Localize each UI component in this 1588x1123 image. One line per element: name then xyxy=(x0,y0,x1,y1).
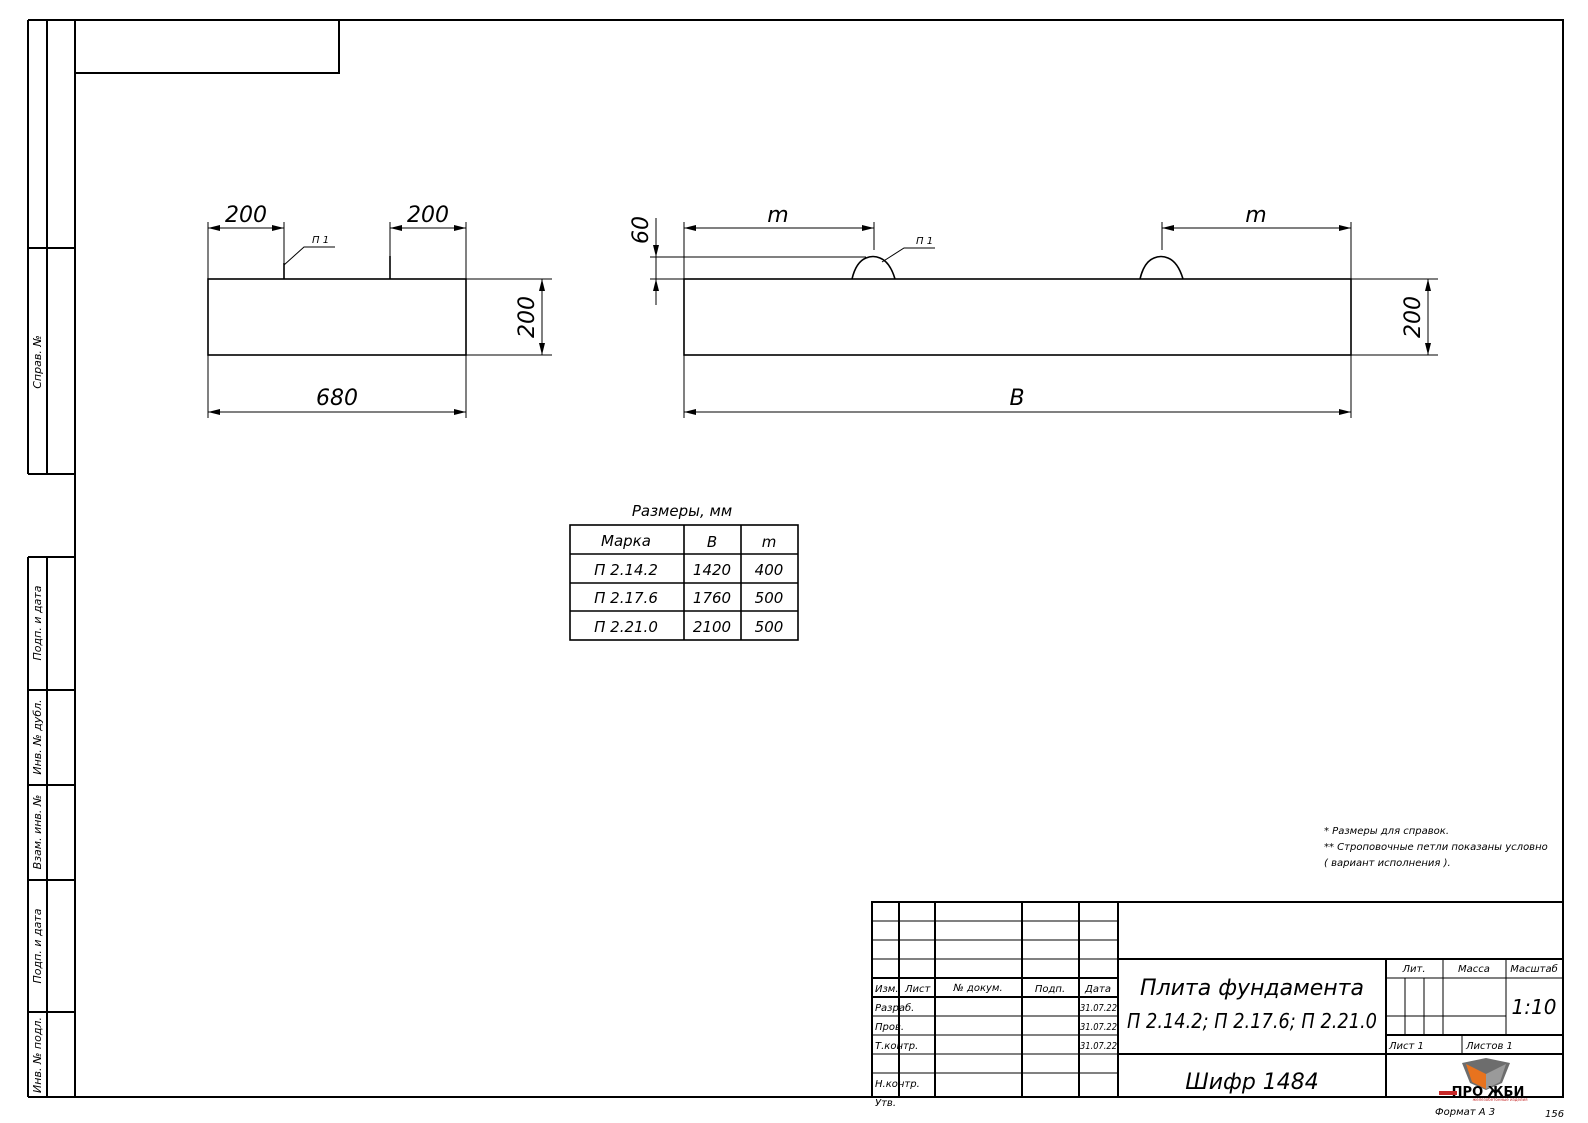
notes: * Размеры для справок. ** Строповочные п… xyxy=(1324,826,1548,869)
dim-m-left: m xyxy=(767,203,788,228)
lifting-loop-right xyxy=(1139,255,1184,280)
podp-data-label-2: Подп. и дата xyxy=(31,908,44,983)
size-table-cell: 400 xyxy=(755,561,784,579)
lifting-loop-left xyxy=(851,255,896,280)
vzam-inv-label: Взам. инв. № xyxy=(31,795,44,870)
size-table: Размеры, мм Марка B m П 2.14.2 1420 400 … xyxy=(569,502,799,641)
logo-text: ПРО ЖБИ xyxy=(1452,1085,1525,1100)
tb-col-doc: № докум. xyxy=(952,983,1002,994)
size-table-cell: 1420 xyxy=(693,561,731,579)
page-number: 156 xyxy=(1545,1109,1564,1120)
tb-scale-value: 1:10 xyxy=(1512,995,1557,1019)
tb-sheets-label: Листов 1 xyxy=(1465,1041,1513,1052)
tb-title-line2: П 2.14.2; П 2.17.6; П 2.21.0 xyxy=(1127,1009,1377,1033)
title-block: Изм. Лист № докум. Подп. Дата Разраб. 31… xyxy=(871,901,1564,1109)
size-table-cell: П 2.14.2 xyxy=(594,561,658,579)
end-view-dim-height: 200 xyxy=(515,296,540,338)
side-view-dim-length: B xyxy=(1009,386,1024,411)
drawing-frame xyxy=(27,19,1564,1098)
tb-role: Разраб. xyxy=(875,1002,914,1014)
size-table-cell: 1760 xyxy=(693,589,731,607)
size-table-cell: П 2.17.6 xyxy=(594,589,658,607)
side-view-dim-height: 200 xyxy=(1401,296,1426,338)
size-table-cell: 500 xyxy=(755,589,784,607)
tb-sheet-label: Лист 1 xyxy=(1388,1041,1424,1052)
format-label: Формат А 3 xyxy=(1435,1107,1495,1118)
inv-dubl-label: Инв. № дубл. xyxy=(31,699,44,774)
tb-role: Н.контр. xyxy=(875,1079,920,1090)
tb-role: Утв. xyxy=(875,1098,896,1109)
sprav-label: Справ. № xyxy=(31,335,44,389)
slab-end-outline xyxy=(207,278,467,356)
tb-col-podp: Подп. xyxy=(1035,984,1065,995)
side-view-leader-label: П 1 xyxy=(916,236,933,247)
end-view: П 1 200 200 200 680 xyxy=(207,203,552,418)
size-table-caption: Размеры, мм xyxy=(632,502,732,520)
size-table-header-b: B xyxy=(707,533,717,551)
inv-podl-label: Инв. № подл. xyxy=(31,1017,44,1093)
end-view-leader-label: П 1 xyxy=(312,235,329,246)
tb-col-list: Лист xyxy=(904,984,932,995)
tb-date: 31.07.22 xyxy=(1080,1003,1117,1014)
tb-scale-label: Масштаб xyxy=(1510,963,1558,975)
tb-date: 31.07.22 xyxy=(1080,1041,1117,1052)
side-view: П 1 60 m m 200 B xyxy=(629,203,1438,418)
dim-loop-height: 60 xyxy=(629,216,654,244)
end-view-dim-width: 680 xyxy=(316,386,358,411)
size-table-cell: 500 xyxy=(755,618,784,636)
slab-side-outline xyxy=(683,278,1352,356)
company-logo: ПРО ЖБИ железобетонные изделия xyxy=(1439,1058,1528,1102)
side-strip-labels: Справ. № Подп. и дата Инв. № дубл. Взам.… xyxy=(31,335,44,1093)
tb-col-data: Дата xyxy=(1084,984,1111,995)
tb-date: 31.07.22 xyxy=(1080,1022,1117,1033)
dim-m-right: m xyxy=(1245,203,1266,228)
logo-subtext: железобетонные изделия xyxy=(1473,1097,1529,1102)
tb-mass-label: Масса xyxy=(1458,964,1490,975)
tb-col-izm: Изм. xyxy=(875,984,899,995)
size-table-header-mark: Марка xyxy=(601,532,651,550)
dim-top-right: 200 xyxy=(407,203,449,228)
tb-title-line1: Плита фундамента xyxy=(1140,976,1364,1001)
note-line: ** Строповочные петли показаны условно xyxy=(1324,842,1548,853)
dim-top-left: 200 xyxy=(225,203,267,228)
podp-data-label-1: Подп. и дата xyxy=(31,585,44,660)
tb-role: Пров. xyxy=(875,1022,904,1033)
tb-lit-label: Лит. xyxy=(1401,964,1425,975)
note-line: ( вариант исполнения ). xyxy=(1324,858,1451,869)
size-table-cell: 2100 xyxy=(693,618,731,636)
note-line: * Размеры для справок. xyxy=(1324,826,1449,837)
tb-role: Т.контр. xyxy=(875,1041,918,1052)
tb-code: Шифр 1484 xyxy=(1185,1070,1319,1095)
size-table-cell: П 2.21.0 xyxy=(594,618,658,636)
size-table-header-m: m xyxy=(762,533,777,551)
